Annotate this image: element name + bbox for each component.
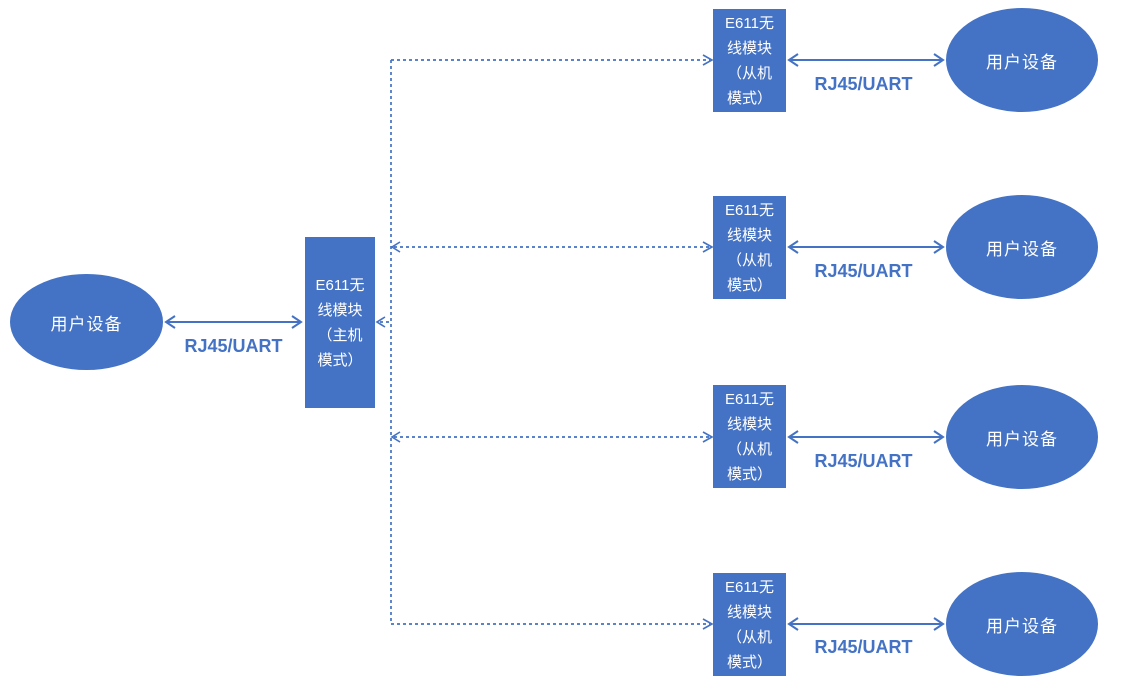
arrowhead-left-icon (375, 316, 386, 328)
arrowhead-left-icon (787, 430, 799, 444)
arrowhead-right-icon (933, 430, 945, 444)
wireless-dashed-connectors (380, 59, 710, 625)
link-label-row-1: RJ45/UART (814, 74, 913, 94)
arrowhead-left-icon (787, 53, 799, 67)
slave-module-label: E611无 线模块 （从机 模式） (725, 14, 774, 107)
user-device-label: 用户设备 (986, 239, 1058, 259)
arrowhead-left-icon (164, 315, 176, 329)
slave-module-box-4: E611无 线模块 （从机 模式） (713, 573, 786, 676)
slave-module-label: E611无 线模块 （从机 模式） (725, 390, 774, 483)
arrowhead-left-icon (787, 617, 799, 631)
arrowhead-right-icon (702, 618, 714, 630)
user-device-ellipse-3: 用户设备 (946, 385, 1098, 489)
slave-module-box-3: E611无 线模块 （从机 模式） (713, 385, 786, 488)
dashed-arrowheads (375, 54, 714, 630)
slave-module-label: E611无 线模块 （从机 模式） (725, 578, 774, 671)
user-device-ellipse-1: 用户设备 (946, 8, 1098, 112)
arrowhead-left-icon (390, 431, 401, 443)
host-module-box: E611无 线模块 （主机 模式） (305, 237, 375, 408)
arrowhead-right-icon (702, 241, 714, 253)
wired-link-arrows (164, 53, 945, 631)
user-device-ellipse-4: 用户设备 (946, 572, 1098, 676)
user-device-ellipse-2: 用户设备 (946, 195, 1098, 299)
link-label-left: RJ45/UART (184, 336, 283, 356)
arrowhead-right-icon (702, 54, 714, 66)
link-label-row-4: RJ45/UART (814, 637, 913, 657)
link-label-row-3: RJ45/UART (814, 451, 913, 471)
arrowhead-left-icon (787, 240, 799, 254)
arrowhead-right-icon (933, 240, 945, 254)
slave-module-box-1: E611无 线模块 （从机 模式） (713, 9, 786, 112)
arrowhead-left-icon (390, 241, 401, 253)
user-device-ellipse-left: 用户设备 (10, 274, 163, 370)
arrowhead-right-icon (933, 53, 945, 67)
link-label-row-2: RJ45/UART (814, 261, 913, 281)
arrowhead-right-icon (933, 617, 945, 631)
arrowhead-right-icon (291, 315, 303, 329)
slave-module-box-2: E611无 线模块 （从机 模式） (713, 196, 786, 299)
slave-module-label: E611无 线模块 （从机 模式） (725, 201, 774, 294)
user-device-label: 用户设备 (986, 52, 1058, 72)
user-device-label: 用户设备 (986, 616, 1058, 636)
arrowhead-right-icon (702, 431, 714, 443)
user-device-label: 用户设备 (986, 429, 1058, 449)
user-device-label: 用户设备 (50, 314, 123, 334)
host-module-label: E611无 线模块 （主机 模式） (315, 276, 365, 369)
